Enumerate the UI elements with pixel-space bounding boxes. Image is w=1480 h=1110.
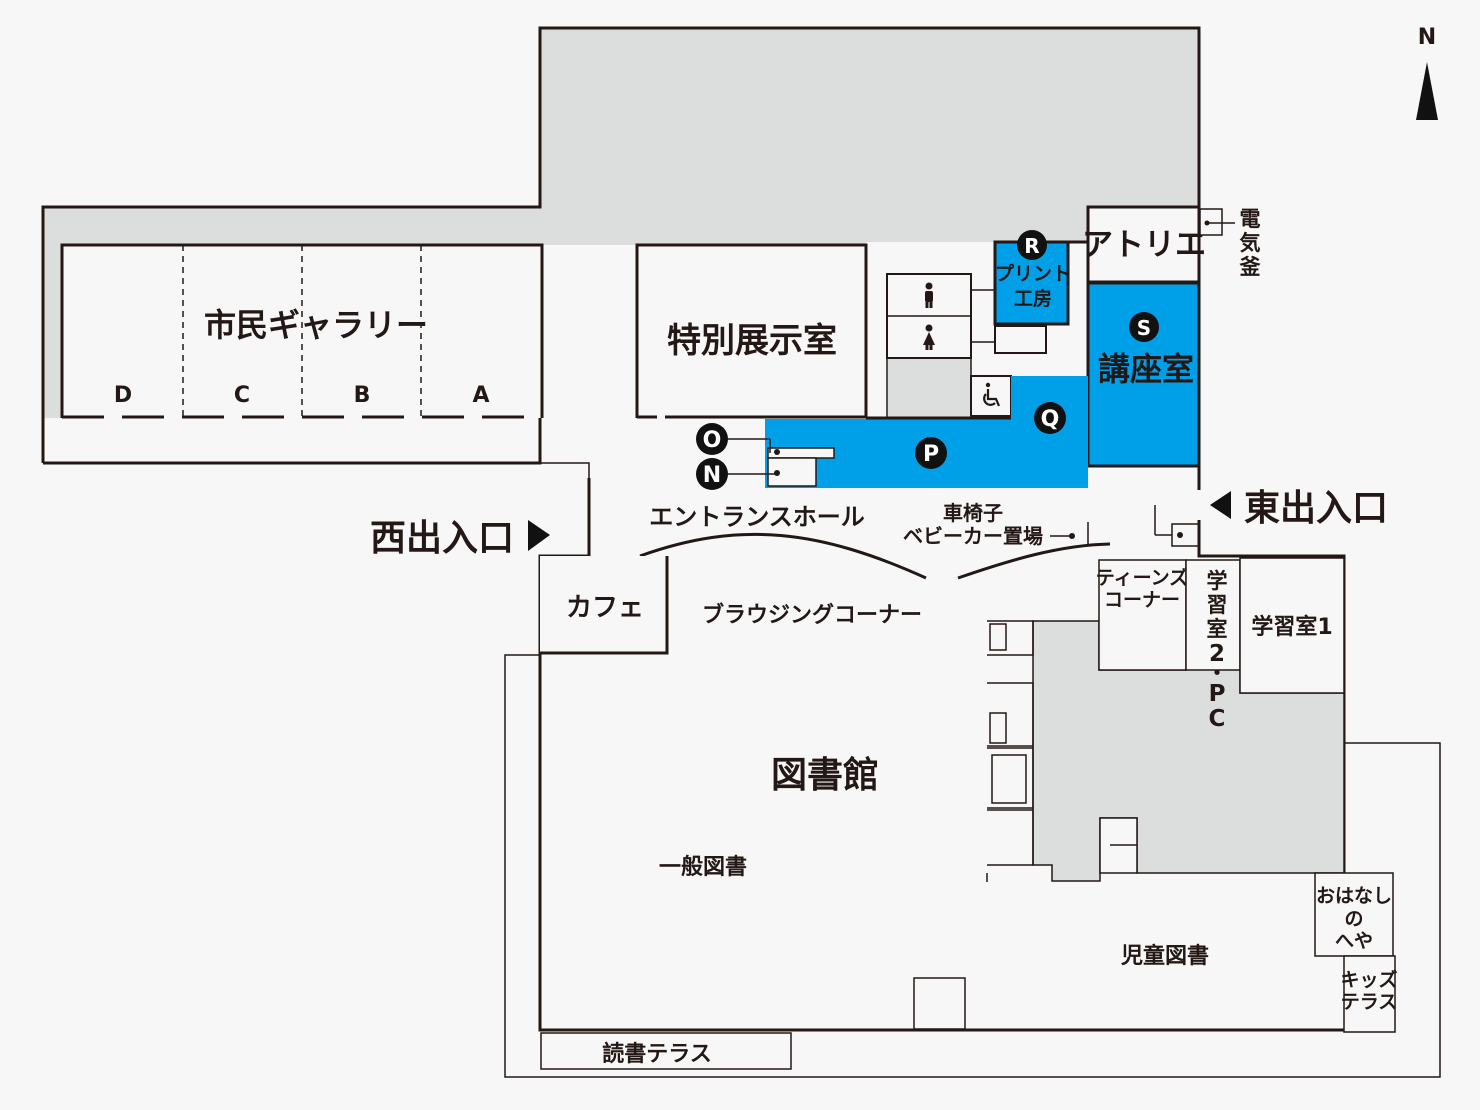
general-books-label: 一般図書 xyxy=(659,854,747,880)
wheelchair-label-2: ベビーカー置場 xyxy=(903,524,1043,548)
compass-label: N xyxy=(1418,25,1436,50)
boiler-box xyxy=(1199,208,1223,236)
west-entrance-arrow-icon xyxy=(528,520,550,551)
kids-terrace xyxy=(1343,955,1396,1033)
boiler-char-2: 気 xyxy=(1240,231,1261,255)
story-room-line2: の xyxy=(1344,908,1363,930)
marker-r-label: R xyxy=(1024,234,1039,258)
marker-q xyxy=(1034,402,1066,434)
study-room-2-char-2: 習 xyxy=(1207,593,1228,617)
kids-terrace-line1: キッズ xyxy=(1340,968,1397,991)
restroom-male-icon xyxy=(925,282,933,308)
atelier-label: アトリエ xyxy=(1082,227,1206,263)
accessible-restroom-icon xyxy=(983,382,1001,407)
restroom-female-icon xyxy=(923,324,935,350)
entrance-hall-label: エントランスホール xyxy=(649,503,865,531)
lecture-room-label: 講座室 xyxy=(1098,350,1194,388)
browsing-corner-label: ブラウジングコーナー xyxy=(702,602,922,628)
wheelchair-label-1: 車椅子 xyxy=(943,501,1003,525)
marker-p xyxy=(915,437,947,469)
marker-o xyxy=(696,423,728,455)
east-entrance-arrow-icon xyxy=(1210,491,1231,519)
marker-r xyxy=(1017,230,1047,260)
story-room-line1: おはなし xyxy=(1316,885,1392,907)
study-room-2-char-5: ・ xyxy=(1207,661,1228,685)
study-room-2-char-7: C xyxy=(1209,706,1226,732)
gallery-section-a: A xyxy=(472,383,489,408)
marker-o-label: O xyxy=(703,428,722,453)
library-label: 図書館 xyxy=(771,754,879,796)
cafe-label: カフェ xyxy=(566,593,644,623)
west-storage-area xyxy=(43,207,540,418)
gallery-section-b: B xyxy=(354,383,371,408)
study-room-2-char-1: 学 xyxy=(1207,569,1228,593)
study-room-1 xyxy=(1239,557,1345,694)
cafe-room xyxy=(540,556,667,653)
hall-highlight-zone xyxy=(765,376,1088,488)
marker-s xyxy=(1129,312,1159,342)
atelier-room xyxy=(1086,205,1201,284)
reading-terrace-label: 読書テラス xyxy=(602,1041,712,1067)
east-entrance-label: 東出入口 xyxy=(1244,488,1388,529)
north-arrow-icon xyxy=(1416,62,1438,120)
reading-terrace xyxy=(540,1032,792,1070)
marker-q-label: Q xyxy=(1041,407,1060,432)
teens-corner xyxy=(1098,559,1187,671)
study-room-1-label: 学習室1 xyxy=(1251,614,1332,640)
children-books-label: 児童図書 xyxy=(1120,943,1209,969)
kids-terrace-line2: テラス xyxy=(1341,991,1398,1013)
special-exhibit-label: 特別展示室 xyxy=(667,321,837,361)
special-exhibit-room xyxy=(635,243,868,418)
west-entrance-label: 西出入口 xyxy=(370,518,514,559)
marker-n xyxy=(696,458,728,490)
marker-p-label: P xyxy=(923,442,939,467)
gallery-section-d: D xyxy=(114,383,132,408)
teens-corner-line1: ティーンズ xyxy=(1096,566,1189,589)
west-entrance-door xyxy=(540,462,590,478)
teens-corner-line2: コーナー xyxy=(1104,589,1180,611)
gallery-corridor-wall xyxy=(43,418,542,465)
print-workshop-line1: プリント xyxy=(995,262,1071,285)
print-workshop-line2: 工房 xyxy=(1014,287,1052,310)
study-room-2-char-3: 室 xyxy=(1207,617,1228,641)
gallery-title: 市民ギャラリー xyxy=(204,306,428,344)
marker-s-label: S xyxy=(1137,316,1151,340)
boiler-char-1: 電 xyxy=(1240,207,1261,231)
study-room-2-char-6: P xyxy=(1209,681,1226,707)
marker-n-label: N xyxy=(703,463,721,488)
gallery-section-c: C xyxy=(234,383,250,408)
boiler-char-3: 釜 xyxy=(1239,255,1262,279)
study-room-2-char-4: 2 xyxy=(1209,641,1225,667)
story-room-line3: へや xyxy=(1335,930,1373,952)
